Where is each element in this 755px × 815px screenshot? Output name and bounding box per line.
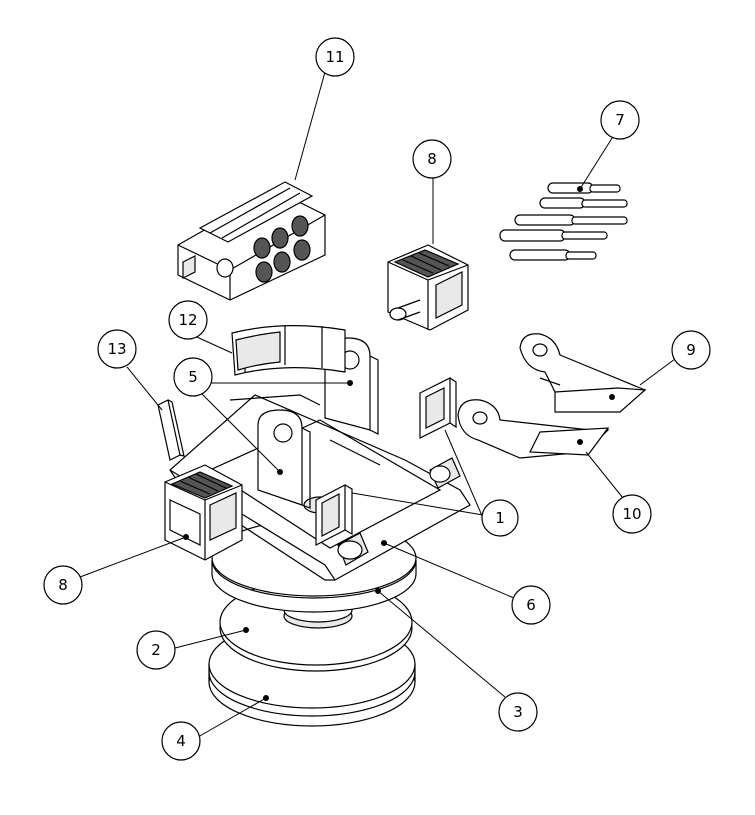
callout-12: 12 [168,300,208,340]
part-7-pins [499,182,628,261]
callout-label: 11 [325,48,344,66]
part-12-shield-strip [231,325,346,376]
part-13-bracket [157,399,185,461]
callout-10: 10 [612,494,652,534]
callout-label: 8 [427,150,437,168]
callout-4: 4 [161,721,201,761]
callout-label: 4 [176,732,186,750]
part-10-bracket [457,399,610,459]
callout-6: 6 [511,585,551,625]
callout-label: 5 [188,368,198,386]
callout-label: 6 [526,596,536,614]
callout-5: 5 [173,357,213,397]
callout-label: 2 [151,641,161,659]
callout-1a: 1 [481,499,519,537]
callout-7: 7 [600,100,640,140]
callout-11: 11 [315,37,355,77]
callout-13: 13 [97,329,137,369]
callout-2: 2 [136,630,176,670]
callout-label: 10 [622,505,641,523]
callout-label: 9 [686,341,696,359]
part-11-connector [177,181,326,301]
callout-label: 7 [615,111,625,129]
callout-9: 9 [671,330,711,370]
callout-3: 3 [498,692,538,732]
callout-label: 8 [58,576,68,594]
part-8-terminal-left [164,464,243,561]
callout-label: 12 [178,311,197,329]
callout-label: 13 [107,340,126,358]
callout-label: 3 [513,703,523,721]
part-8-terminal-top [387,244,469,331]
callout-8-left: 8 [43,565,83,605]
part-1-window-left [315,484,353,546]
leader-lines [79,71,684,738]
part-6-base-plate [168,394,471,581]
part-1-window-right [419,377,457,439]
part-9-bracket [519,333,647,413]
callout-8-top: 8 [412,139,452,179]
callout-label: 1 [495,509,505,527]
part-5-lug-left [257,409,311,509]
